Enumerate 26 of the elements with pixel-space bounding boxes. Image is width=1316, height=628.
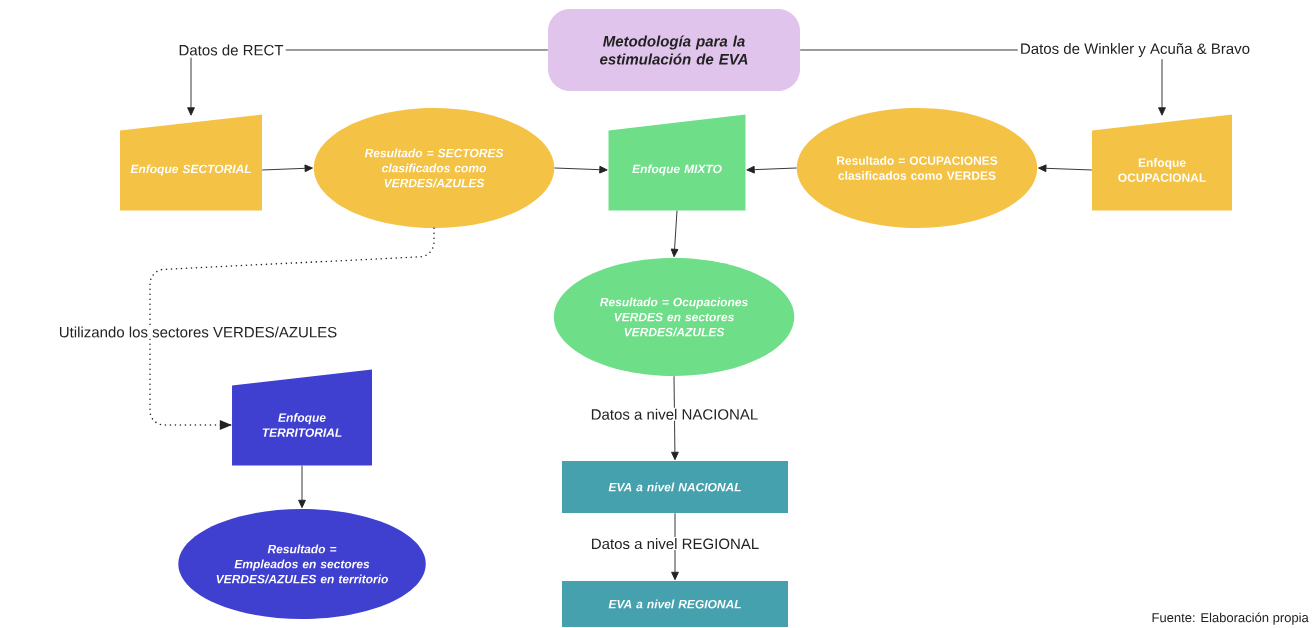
arrow	[1158, 58, 1166, 116]
connector-line	[799, 49, 1019, 51]
arrow	[1038, 164, 1093, 173]
arrow	[670, 210, 679, 258]
trapezoid-box: Enfoque TERRITORIAL	[232, 369, 372, 466]
arrow	[261, 164, 313, 173]
trapezoid-box: Enfoque SECTORIAL	[120, 114, 262, 211]
arrow	[298, 465, 306, 509]
source-text: Datos de Winkler y Acuña & Bravo	[1017, 41, 1253, 59]
arrow	[187, 57, 195, 116]
edge-label: Datos a nivel NACIONAL	[589, 407, 760, 421]
arrow	[671, 375, 679, 461]
arrow	[671, 512, 679, 581]
process-box: EVA a nivel NACIONAL	[562, 461, 788, 513]
dotted-arrow	[149, 227, 435, 430]
source-note: Fuente: Elaboración propia	[1152, 612, 1309, 625]
process-box: EVA a nivel REGIONAL	[562, 581, 788, 627]
arrow	[553, 165, 608, 174]
source-text: Datos de RECT	[176, 42, 286, 58]
trapezoid-box: Enfoque MIXTO	[608, 114, 746, 211]
edge-label: Utilizando los sectores VERDES/AZULES	[57, 325, 339, 339]
trapezoid-box: Enfoque OCUPACIONAL	[1092, 114, 1232, 211]
connector-line	[285, 49, 549, 51]
arrow	[746, 165, 798, 174]
title-box: Metodología para la estimulación de EVA	[548, 9, 800, 91]
edge-label: Datos a nivel REGIONAL	[589, 537, 761, 551]
